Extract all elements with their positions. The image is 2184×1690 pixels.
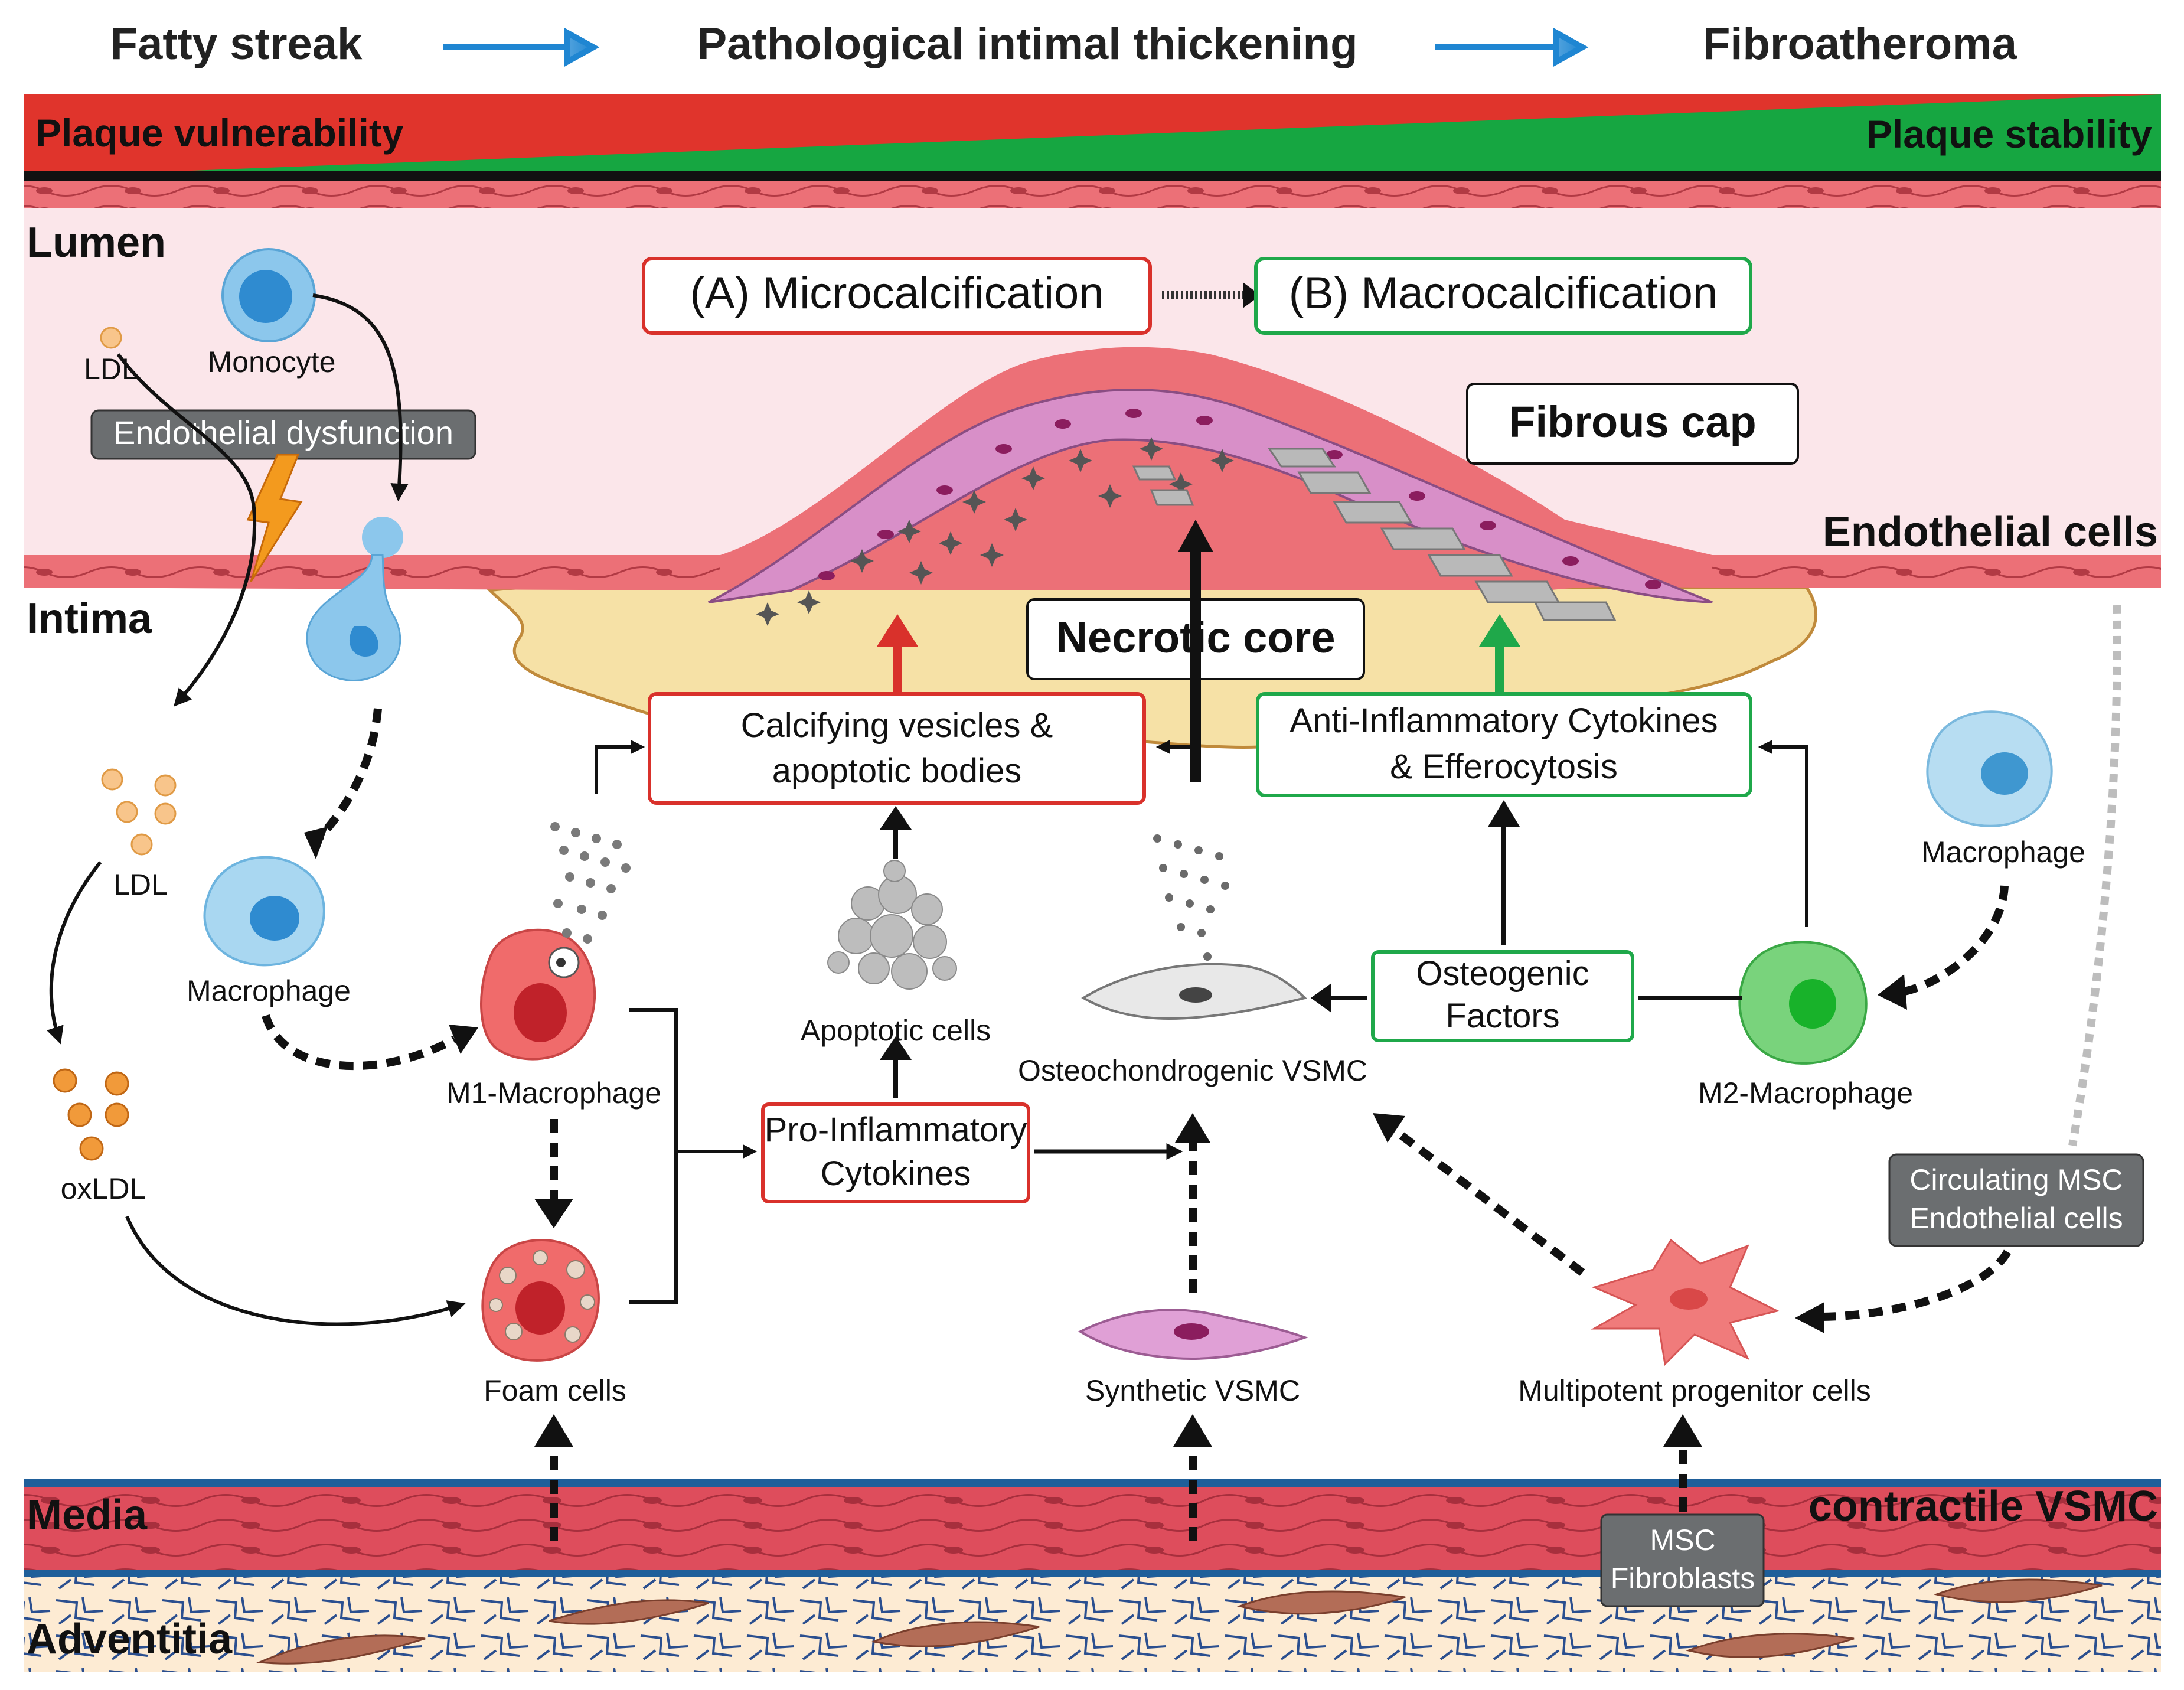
pro-line2: Cytokines	[821, 1154, 971, 1193]
m1-to-calcifying-arrow	[595, 740, 645, 794]
media-label: Media	[27, 1492, 148, 1539]
endothelial-dysfunction-label: Endothelial dysfunction	[113, 414, 453, 451]
monocyte-icon	[221, 248, 316, 342]
msc-line2: Fibroblasts	[1611, 1562, 1755, 1595]
circ-line2: Endothelial cells	[1909, 1202, 2123, 1235]
ldl-mid-label: LDL	[113, 868, 168, 901]
adventitia-label: Adventitia	[27, 1616, 233, 1663]
macrocalcification-label: (B) Macrocalcification	[1289, 268, 1718, 318]
macrophage-right-label: Macrophage	[1921, 836, 2085, 869]
osteo-line1: Osteogenic	[1416, 954, 1589, 993]
pro-inflammatory-box: Pro-Inflammatory Cytokines	[761, 1102, 1030, 1203]
calcifying-line2: apoptotic bodies	[772, 752, 1021, 790]
osteo-line2: Factors	[1445, 997, 1559, 1035]
lightning-icon	[246, 454, 303, 582]
stage-header: Fatty streak Pathological intimal thicke…	[110, 19, 2017, 69]
macrophage-right-icon	[1926, 710, 2053, 827]
anti-line1: Anti-Inflammatory Cytokines	[1289, 702, 1718, 740]
macrophage-left-icon	[203, 856, 325, 967]
bottom-endothelium	[24, 347, 2161, 590]
macrophage-to-m1-arrow	[262, 1014, 457, 1071]
ldl-oxidation-arrow	[47, 861, 102, 1045]
m1-foam-bracket	[629, 1008, 678, 1304]
macrophage-to-m2-arrow	[1900, 885, 2009, 996]
monocyte-label: Monocyte	[208, 345, 336, 379]
contractile-vsmc-label: contractile VSMC	[1808, 1483, 2158, 1530]
ldl-particle-icon	[100, 327, 122, 349]
stage-fibroatheroma: Fibroatheroma	[1703, 19, 2017, 69]
m1-macrophage-icon	[480, 928, 596, 1061]
stability-wedge	[24, 94, 2161, 177]
osteogenic-factors-box: Osteogenic Factors	[1371, 950, 1634, 1042]
monocyte-entry-arrow	[312, 293, 409, 501]
media-bottom-border	[24, 1570, 2161, 1577]
adventitia-fibroblasts	[256, 1578, 2103, 1665]
plaque-stability-label: Plaque stability	[1866, 112, 2152, 156]
fibrous-cap-label: Fibrous cap	[1509, 397, 1756, 446]
multipotent-progenitor-label: Multipotent progenitor cells	[1518, 1374, 1871, 1407]
circulating-msc-box: Circulating MSC Endothelial cells	[1888, 1153, 2144, 1247]
synthetic-vsmc-label: Synthetic VSMC	[1085, 1374, 1300, 1407]
microcalcification-crystals	[756, 437, 1234, 626]
osteochondrogenic-vsmc-label: Osteochondrogenic VSMC	[1018, 1054, 1367, 1087]
ldl-cluster-icon	[101, 768, 177, 856]
progress-arrow-2	[1435, 27, 1589, 67]
plaque-vulnerability-label: Plaque vulnerability	[35, 111, 404, 155]
calcifying-line1: Calcifying vesicles &	[741, 706, 1053, 745]
m2-to-anti-arrow	[1758, 740, 1808, 927]
circ-line1: Circulating MSC	[1909, 1163, 2123, 1196]
macrocalcification-box: (B) Macrocalcification	[1254, 257, 1752, 335]
ldl-entry-arrow	[116, 353, 256, 707]
cap-cell-nuclei	[818, 409, 1661, 589]
progress-arrow-1	[443, 27, 600, 67]
anti-line2: & Efferocytosis	[1390, 748, 1618, 786]
pro-line1: Pro-Inflammatory	[765, 1111, 1027, 1149]
fibrous-cap-band	[708, 389, 1713, 603]
microcalcification-label: (A) Microcalcification	[690, 268, 1104, 318]
anti-inflammatory-box: Anti-Inflammatory Cytokines & Efferocyto…	[1256, 692, 1752, 797]
extravasating-monocyte-icon	[306, 517, 403, 681]
macrophage-left-label: Macrophage	[187, 974, 351, 1007]
oxldl-cluster-icon	[53, 1068, 129, 1161]
circulating-entry-line	[2068, 605, 2121, 1147]
macrocalcification-plates	[1132, 448, 1617, 621]
oxldl-label: oxLDL	[61, 1172, 146, 1205]
intima-label: Intima	[27, 595, 152, 642]
m2-macrophage-icon	[1738, 941, 1868, 1065]
m2-macrophage-label: M2-Macrophage	[1698, 1076, 1913, 1110]
stability-gradient: Plaque vulnerability Plaque stability	[24, 94, 2161, 181]
fibrous-cap-box: Fibrous cap	[1466, 383, 1799, 465]
stage-fatty-streak: Fatty streak	[110, 19, 363, 69]
microcalcification-box: (A) Microcalcification	[642, 257, 1152, 335]
m1-particles-icon	[550, 822, 631, 944]
calcifying-vesicles-box: Calcifying vesicles & apoptotic bodies	[648, 692, 1146, 805]
lumen-label: Lumen	[27, 219, 166, 266]
osteo-vsmc-particles-icon	[1153, 834, 1229, 961]
msc-fibroblasts-box: MSC Fibroblasts	[1600, 1513, 1765, 1607]
foam-cell-icon	[481, 1239, 600, 1362]
m1-macrophage-label: M1-Macrophage	[446, 1076, 661, 1110]
circulating-to-progenitor-arrow	[1818, 1249, 2012, 1321]
multipotent-progenitor-icon	[1591, 1238, 1780, 1366]
endothelial-dysfunction-box: Endothelial dysfunction	[90, 409, 476, 460]
msc-line1: MSC	[1650, 1523, 1715, 1557]
apoptotic-cells-icon	[827, 860, 957, 990]
progenitor-to-osteo-arrow	[1396, 1130, 1585, 1276]
synthetic-vsmc-icon	[1078, 1309, 1308, 1360]
foam-cells-label: Foam cells	[484, 1374, 626, 1407]
stage-pathological-intimal-thickening: Pathological intimal thickening	[697, 19, 1357, 69]
osteochondrogenic-vsmc-icon	[1081, 963, 1307, 1020]
endothelial-cells-label: Endothelial cells	[1823, 508, 2158, 556]
oxldl-to-foam-arrow	[125, 1215, 466, 1326]
